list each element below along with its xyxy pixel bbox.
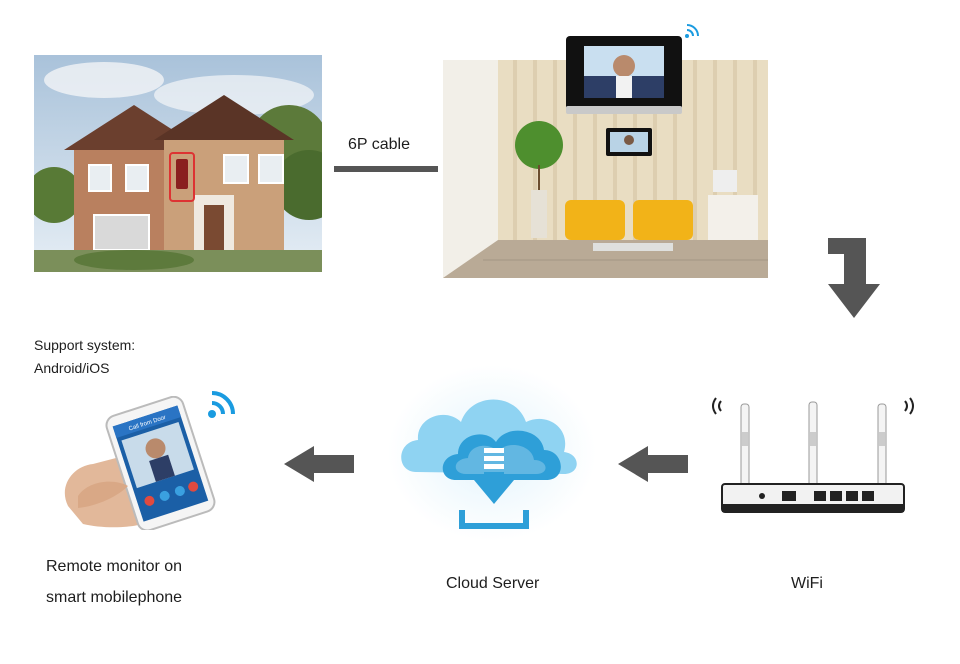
house-photo [34,55,322,272]
cloud-download-icon [386,362,598,544]
phone-caption-line2: smart mobilephone [46,589,183,606]
router-caption: WiFi [791,575,823,592]
phone-caption-line1: Remote monitor on [46,558,183,575]
router-icon [706,392,920,522]
left-arrow-icon-2 [618,446,688,482]
support-line2: Android/iOS [34,360,110,376]
indoor-monitor-icon [566,36,682,114]
left-arrow-icon [284,446,354,482]
phone-wifi-icon [206,386,240,420]
down-arrow-icon [826,236,882,320]
smartphone-hand-icon: Call from Door [48,396,248,530]
cable-line [334,166,438,172]
support-line1: Support system: [34,337,136,353]
wifi-signal-icon [684,21,702,39]
cloud-caption: Cloud Server [446,575,540,592]
cable-label: 6P cable [348,136,410,153]
